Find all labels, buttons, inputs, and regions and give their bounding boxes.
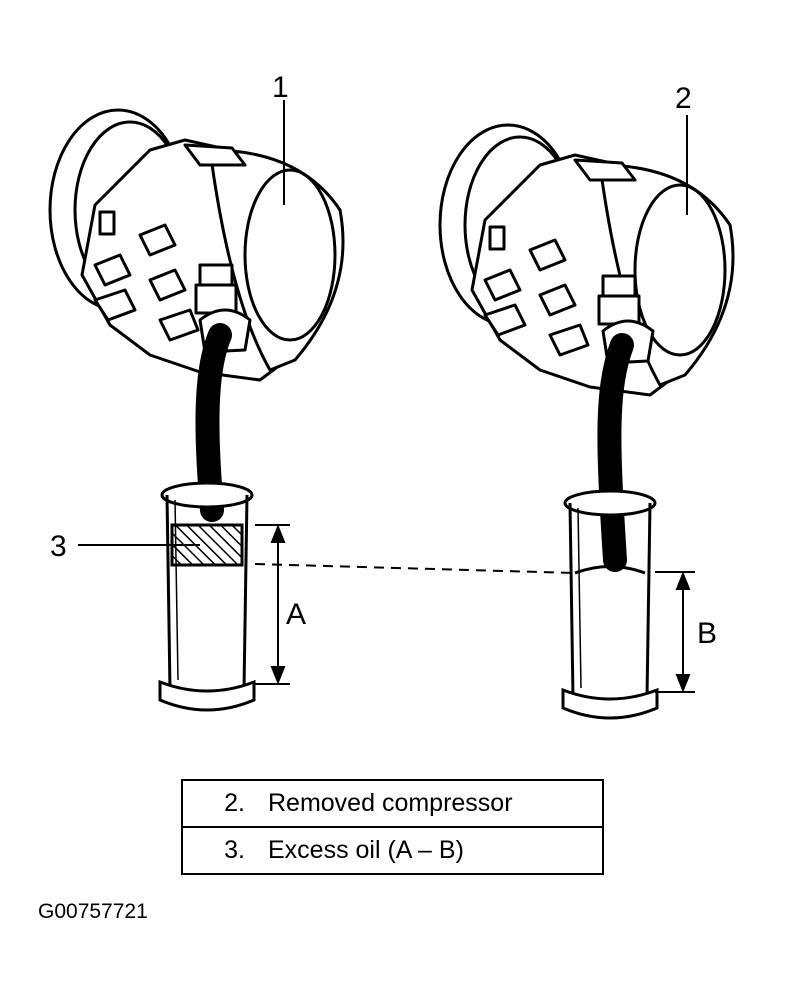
dimension-a: [255, 524, 290, 685]
legend-number: 3.: [224, 836, 245, 864]
legend-row: 3. Excess oil (A – B): [183, 826, 602, 873]
cylinder-left: [158, 481, 256, 712]
dimension-b-label: B: [697, 617, 717, 650]
figure-id: G00757721: [38, 900, 148, 923]
cylinder-right: [561, 489, 659, 720]
compressor-2: [438, 123, 735, 397]
compressor-1: [48, 108, 345, 382]
callout-1: 1: [272, 71, 289, 104]
callout-2: 2: [675, 82, 692, 115]
callout-3: 3: [50, 530, 67, 563]
legend-table: 2. Removed compressor 3. Excess oil (A –…: [181, 779, 604, 875]
legend-text: Excess oil (A – B): [268, 836, 464, 864]
hose-2: [597, 333, 634, 572]
legend-number: 2.: [224, 789, 245, 817]
dimension-b: [655, 571, 695, 693]
legend-row: 2. Removed compressor: [183, 781, 602, 826]
dimension-a-label: A: [286, 598, 306, 631]
legend-text: Removed compressor: [268, 789, 513, 817]
oil-level-reference-line: [254, 563, 576, 574]
